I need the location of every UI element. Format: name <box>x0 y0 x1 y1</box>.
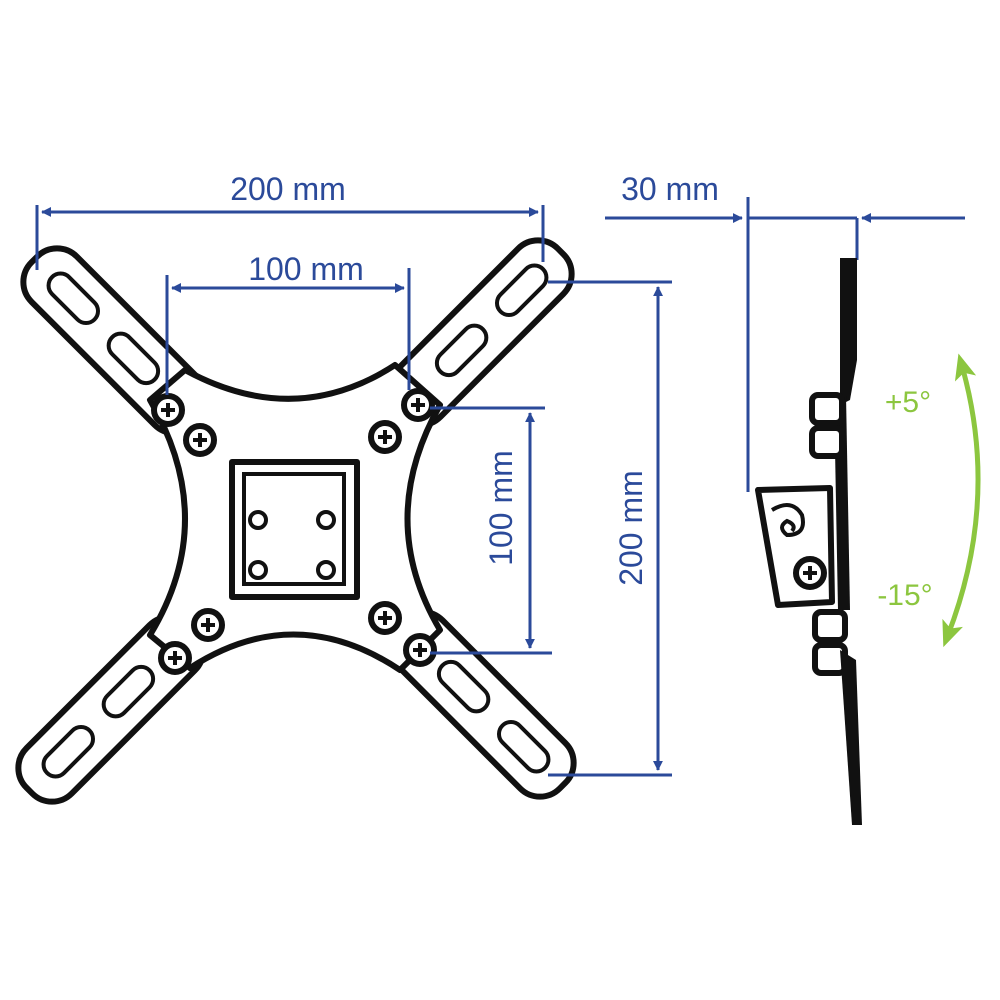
screw-icon <box>404 391 432 419</box>
tilt-up-label: +5° <box>885 386 931 419</box>
screw-icon <box>161 644 189 672</box>
screw-icon <box>371 423 399 451</box>
front-view-bracket <box>7 229 585 813</box>
screw-icon <box>194 611 222 639</box>
inner-width-label: 100 mm <box>248 251 364 287</box>
inner-height-label: 100 mm <box>483 450 519 566</box>
dimension-lines <box>35 197 965 777</box>
screw-icon <box>796 559 824 587</box>
outer-width-label: 200 mm <box>230 171 346 207</box>
screw-icon <box>154 396 182 424</box>
screw-icon <box>371 604 399 632</box>
screw-icon <box>406 636 434 664</box>
screw-icon <box>186 426 214 454</box>
tilt-down-label: -15° <box>877 579 932 612</box>
tilt-range-arrow <box>942 353 981 648</box>
depth-label: 30 mm <box>621 171 719 207</box>
outer-height-label: 200 mm <box>613 470 649 586</box>
side-view-bracket <box>755 258 862 825</box>
